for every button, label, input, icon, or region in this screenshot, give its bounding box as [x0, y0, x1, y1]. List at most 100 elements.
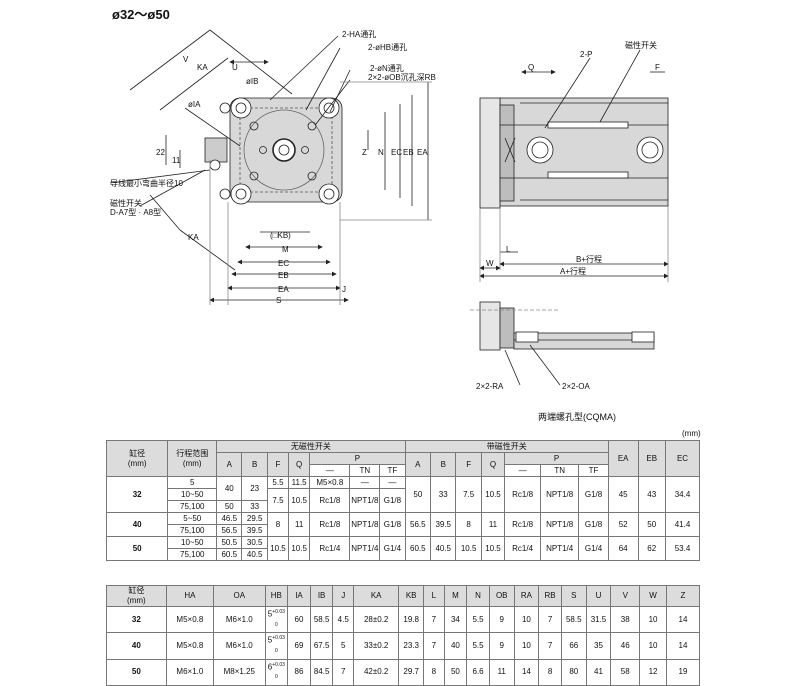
- th-bore: 缸径 (mm): [105, 440, 169, 477]
- table-cell: NPT1/8: [349, 488, 381, 513]
- th2-8: KB: [398, 585, 425, 607]
- th-ec: EC: [665, 440, 700, 477]
- label-ka2: KA: [188, 233, 199, 242]
- label-ea-v: EA: [417, 148, 428, 157]
- table-cell: 45: [607, 476, 639, 513]
- table-cell: 62: [637, 536, 667, 561]
- cell-2-17: 58: [610, 658, 641, 686]
- cell-2-3: 6+0.03 0: [264, 658, 289, 686]
- table-cell: 5~50: [167, 512, 218, 525]
- technical-drawing: 2-HA通孔 2-øHB通孔 2-øN通孔 2×2-øOB沉孔深RB V KA …: [109, 29, 669, 391]
- cell-0-10: 34: [443, 605, 468, 634]
- th2-14: RB: [538, 585, 562, 607]
- cell-0-13: 10: [513, 605, 540, 634]
- table-cell: Rc1/8: [504, 512, 542, 537]
- table-cell: 7.5: [455, 476, 482, 513]
- table-cell: 10.5: [455, 536, 482, 561]
- table-cell: 7.5: [266, 488, 290, 513]
- label-ka: KA: [197, 63, 208, 72]
- page-title: ø32～ø50: [112, 7, 170, 22]
- table-cell: 64: [607, 536, 639, 561]
- table-cell: 10~50: [167, 536, 218, 549]
- table-cell: Rc1/4: [309, 536, 351, 561]
- label-11: 11: [172, 156, 181, 165]
- th2-1: HA: [165, 585, 215, 607]
- table-cell: 60.5: [404, 536, 432, 561]
- label-ob: 2×2-øOB沉孔深RB: [368, 73, 436, 82]
- table-cell: 10.5: [480, 536, 506, 561]
- bore-50: 50: [105, 536, 169, 561]
- cell-1-12: 9: [488, 632, 515, 660]
- label-u: U: [232, 63, 238, 72]
- table-cell: 75,100: [167, 548, 218, 561]
- th-b2: B: [430, 452, 457, 477]
- label-a-stroke: A+行程: [560, 266, 586, 276]
- cell-1-1: M5×0.8: [165, 632, 215, 660]
- label-q: Q: [528, 63, 534, 72]
- table-cell: G1/4: [578, 536, 609, 561]
- cell-2-6: 7: [332, 658, 355, 686]
- label-ra: 2×2-RA: [476, 382, 504, 391]
- th2-2: OA: [213, 585, 266, 607]
- cell-2-7: 42±0.2: [353, 658, 400, 686]
- th-stroke: 行程范围 (mm): [167, 440, 218, 477]
- cell-2-10: 50: [443, 658, 468, 686]
- th-p2: P: [504, 452, 609, 465]
- cell-2-1: M6×1.0: [165, 658, 215, 686]
- cell-2-8: 29.7: [398, 658, 425, 686]
- th2-0: 缸径 (mm): [106, 585, 167, 607]
- label-ib: øIB: [246, 77, 258, 86]
- table-cell: 33: [241, 500, 268, 513]
- label-f: F: [655, 63, 660, 72]
- th-p: P: [309, 452, 406, 465]
- th-f2: F: [455, 452, 482, 477]
- table-cell: G1/8: [379, 488, 406, 513]
- th-a2: A: [404, 452, 432, 477]
- th-p-tn: TN: [349, 464, 381, 477]
- table-cell: 41.4: [665, 512, 700, 537]
- hb-tolerance: +0.03 0: [272, 609, 285, 628]
- unit-label: (mm): [682, 429, 701, 438]
- cell-0-5: 58.5: [309, 605, 334, 634]
- table-cell: —: [349, 476, 381, 489]
- hb-tolerance: +0.03 0: [272, 661, 285, 681]
- label-ha: 2-HA通孔: [342, 29, 376, 39]
- cell-1-2: M6×1.0: [213, 632, 266, 660]
- table-cell: 10.5: [288, 536, 311, 561]
- table-cell: NPT1/4: [540, 536, 580, 561]
- table-cell: Rc1/8: [504, 476, 542, 513]
- table-cell: 5.5: [266, 476, 290, 489]
- cell-0-18: 10: [639, 605, 667, 634]
- cell-0-4: 60: [287, 605, 311, 634]
- table-cell: 8: [266, 512, 290, 537]
- label-ec-v: EC: [391, 148, 402, 157]
- th2-7: KA: [353, 585, 400, 607]
- cell-0-2: M6×1.0: [213, 605, 266, 634]
- table-cell: 75,100: [167, 524, 218, 537]
- table-cell: G1/8: [379, 512, 406, 537]
- cell-1-17: 46: [610, 632, 641, 660]
- table-cell: 56.5: [216, 524, 243, 537]
- table-cell: 50.5: [216, 536, 243, 549]
- table-cell: 34.4: [665, 476, 700, 513]
- label-kb: (□KB): [270, 231, 291, 240]
- th-ea: EA: [607, 440, 639, 477]
- cell-0-1: M5×0.8: [165, 605, 215, 634]
- table-cell: NPT1/8: [349, 512, 381, 537]
- view-caption: 两端螺孔型(CQMA): [538, 412, 616, 422]
- table-cell: 56.5: [404, 512, 432, 537]
- note-switch: 磁性开关: [110, 198, 142, 208]
- label-z: Z: [362, 148, 367, 157]
- th2-15: S: [560, 585, 587, 607]
- th2-5: IB: [309, 585, 334, 607]
- th2-19: Z: [665, 585, 701, 607]
- cell-1-0: 40: [106, 632, 167, 660]
- th2-4: IA: [287, 585, 311, 607]
- label-v: V: [183, 55, 189, 64]
- cell-1-14: 7: [538, 632, 562, 660]
- cell-0-17: 38: [610, 605, 641, 634]
- cell-2-16: 41: [585, 658, 612, 686]
